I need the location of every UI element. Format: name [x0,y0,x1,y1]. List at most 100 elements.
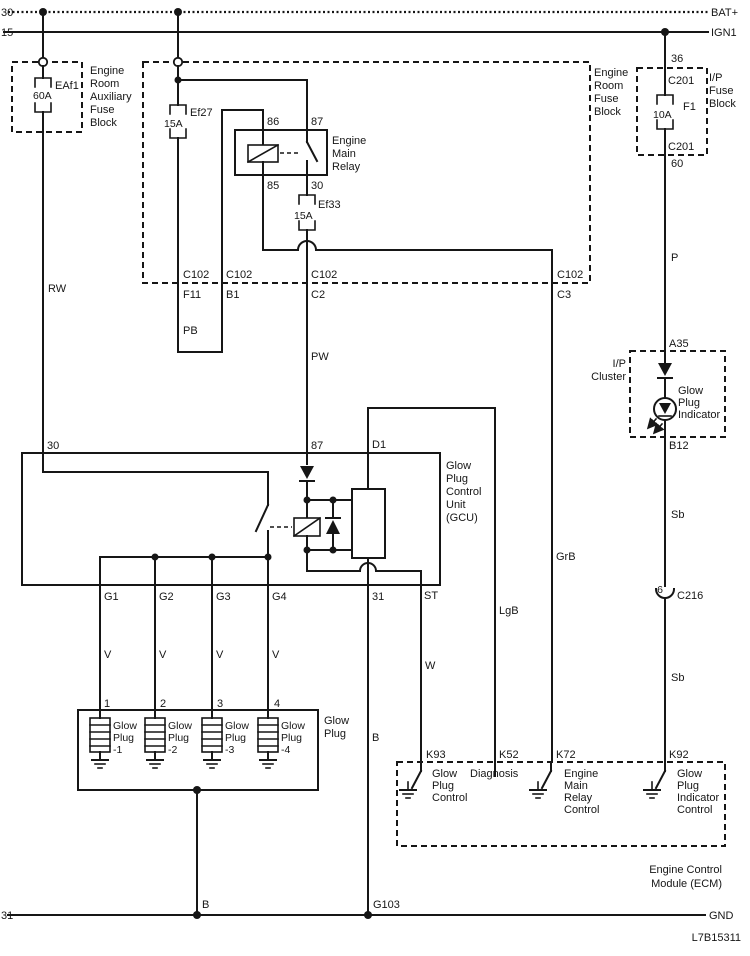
ip-fuse-block-box [636,67,708,156]
glow-plug-4-label: Plug [281,732,302,744]
glow-plug-3-label: -3 [225,744,234,756]
connector-c102-b1-pin: B1 [226,289,239,301]
connector-c216-name: C216 [677,590,703,602]
relay-pin-85: 85 [267,180,279,192]
terminal-circle [37,56,49,68]
wire-w-label: W [425,660,436,672]
fuse-eaf1-bottom [34,102,52,113]
gcu-label: Plug [446,473,468,485]
gcu-label: (GCU) [446,512,478,524]
engine-main-relay-box [234,129,328,176]
connector-c201-pin60: 60 [671,158,683,170]
wire-hop [296,240,318,252]
wire-sb-upper-label: Sb [671,509,684,521]
aux-block-label: Block [90,117,117,129]
fuse-eaf1-top [34,77,52,88]
erfb-label: Room [594,80,623,92]
connector-c102-f11-pin: F11 [183,289,201,301]
junction-dot [151,553,159,561]
gcu-terminal-g2: G2 [159,591,174,603]
relay-pin-86: 86 [267,116,279,128]
gcu-label: Control [446,486,481,498]
terminal-circle [172,56,184,68]
ecm-k92-desc: Control [677,804,712,816]
ecm-switch-blade [410,769,423,790]
cluster-terminal-b12: B12 [669,440,689,452]
ecm-k72-desc: Relay [564,792,593,804]
relay-pin-30: 30 [311,180,323,192]
fuse-ef33-top [298,194,316,205]
fuse-ef27-bottom [169,128,187,139]
erfb-label: Engine [594,67,628,79]
connector-c102-c3-pin: C3 [557,289,571,301]
ground-g103-label: G103 [373,899,400,911]
relay-label: Main [332,148,356,160]
gcu-terminal-87: 87 [311,440,323,452]
ecm-box [396,761,726,847]
glow-plug-1-label: Glow [113,720,137,732]
wire-b-gcu-label: B [372,732,379,744]
wire-v-label: V [216,649,224,661]
bus-bat-right-label: BAT+ [711,7,738,19]
bus-ign-right-label: IGN1 [711,27,737,39]
glow-plug-1-label: Plug [113,732,134,744]
ecm-switch-blade [540,769,553,790]
fuse-ef27-top [169,104,187,115]
junction-dot [264,553,272,561]
glow-plug-3-label: Plug [225,732,246,744]
plug-terminal-1: 1 [104,698,110,710]
fuse-f1-bottom [656,119,674,130]
relay-switch-blade [305,140,319,163]
ecm-label: Engine Control [649,864,722,876]
gcu-controller-block [351,488,386,559]
erfb-label: Fuse [594,93,618,105]
power-buses: 30 BAT+ 15 IGN1 31 GND [1,7,738,922]
glow-plug-box-label: Plug [324,728,346,740]
connector-c102-b1-name: C102 [226,269,252,281]
ecm-k93-desc: Control [432,792,467,804]
wire-lgb [367,407,496,763]
cluster-terminal-a35: A35 [669,338,689,350]
wire-pb-label: PB [183,325,198,337]
ip-fuse-block-label: I/P [709,72,722,84]
heater-element-icon [257,717,279,753]
ip-fuse-block-label: Fuse [709,85,733,97]
wire-grb-label: GrB [556,551,576,563]
engine-room-aux-fuse-block: 60A EAf1 Engine Room Auxiliary Fuse Bloc… [11,11,132,454]
diode-flyback [326,520,340,534]
ecm-terminal-k72: K72 [556,749,576,761]
fuse-ef33-name: Ef33 [318,199,341,211]
ecm-k92-desc: Plug [677,780,699,792]
glow-plug-4-label: Glow [281,720,305,732]
ip-cluster-label: Cluster [591,371,626,383]
diagram-code: L7B15311 [692,932,741,944]
glow-plug-3: Glow Plug -3 [201,709,249,769]
connector-c102-c3-name: C102 [557,269,583,281]
fuse-eaf1-name: EAf1 [55,80,79,92]
ecm-k93-desc: Plug [432,780,454,792]
connector-c201-bottom-name: C201 [668,141,694,153]
indicator-label: Plug [678,397,700,409]
ecm-k92-desc: Glow [677,768,702,780]
gcu-terminal-31: 31 [372,591,384,603]
wire-hop [358,562,378,573]
ecm-k92-desc: Indicator [677,792,720,804]
fuse-eaf1-rating: 60A [33,90,52,102]
engine-control-module: K93 K52 K72 K92 Glow Plug Control Diagno… [396,749,726,890]
ip-fuse-block-label: Block [709,98,736,110]
fuse-ef27-rating: 15A [164,118,183,130]
gcu-terminal-g1: G1 [104,591,119,603]
wire-lgb-label: LgB [499,605,519,617]
heater-element-icon [144,717,166,753]
ip-cluster-label: I/P [613,358,626,370]
aux-block-label: Fuse [90,104,114,116]
junction-dot [208,553,216,561]
gcu-label: Glow [446,460,471,472]
ecm-terminal-k93: K93 [426,749,446,761]
gcu-switch-blade [254,503,270,533]
ecm-k72-desc: Main [564,780,588,792]
glow-plug-box: Glow Plug Glow Plug -1 [77,709,349,916]
glow-plug-2: Glow Plug -2 [144,709,192,769]
glow-plug-control-unit: 30 87 D1 Glow Plug Control Unit (GCU) [21,407,519,763]
relay-coil-diagonal [246,143,280,164]
